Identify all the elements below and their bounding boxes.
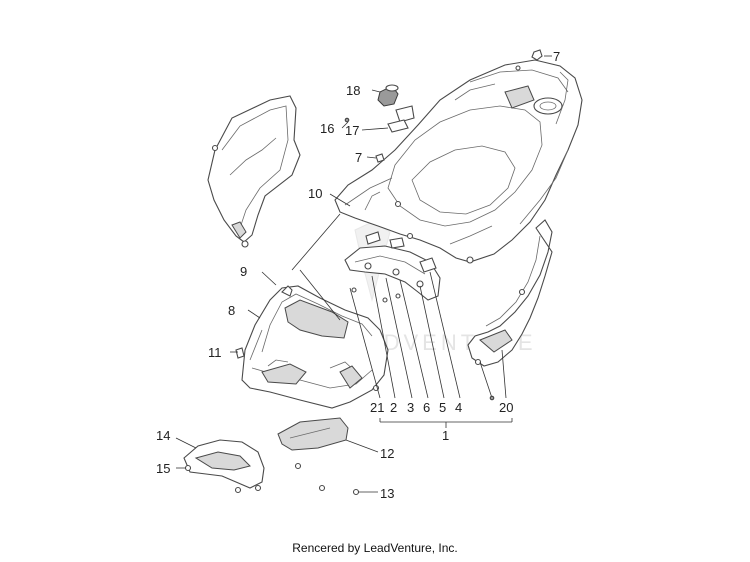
callout-2: 2 (390, 400, 397, 415)
small-screw-top (531, 49, 543, 61)
callout-3: 3 (407, 400, 414, 415)
footer-credit: Rencered by LeadVenture, Inc. (292, 541, 458, 555)
callout-6: 6 (423, 400, 430, 415)
callout-14: 14 (156, 428, 170, 443)
callout-13: 13 (380, 486, 394, 501)
lower-front-cover (235, 285, 389, 409)
lower-rear-cover (183, 439, 265, 494)
socket-part-18 (377, 84, 415, 123)
center-bracket (344, 231, 441, 303)
callout-11: 11 (208, 345, 222, 360)
callout-17: 17 (345, 123, 359, 138)
callout-7-top: 7 (553, 49, 560, 64)
callout-16: 16 (320, 121, 334, 136)
callout-18: 18 (346, 83, 360, 98)
callout-5: 5 (439, 400, 446, 415)
marker-dot-16 (344, 117, 350, 123)
left-side-cover (207, 95, 301, 248)
callout-10: 10 (308, 186, 322, 201)
callout-20: 20 (499, 400, 513, 415)
callout-4: 4 (455, 400, 462, 415)
callout-8: 8 (228, 303, 235, 318)
callout-9: 9 (240, 264, 247, 279)
right-side-cover (467, 219, 553, 367)
callout-12: 12 (380, 446, 394, 461)
callout-15: 15 (156, 461, 170, 476)
screw-7-middle (375, 153, 385, 163)
floor-mat (277, 417, 360, 496)
clip-part-17 (387, 119, 409, 133)
callout-21: 21 (370, 400, 384, 415)
callout-7-middle: 7 (355, 150, 362, 165)
marker-dot-20 (489, 395, 495, 401)
callout-1: 1 (442, 428, 449, 443)
rear-body-frame (334, 59, 583, 264)
callout-labels: 7 18 16 17 7 10 9 8 11 21 2 3 6 5 4 20 1… (156, 49, 560, 501)
leader-lines (175, 55, 552, 493)
